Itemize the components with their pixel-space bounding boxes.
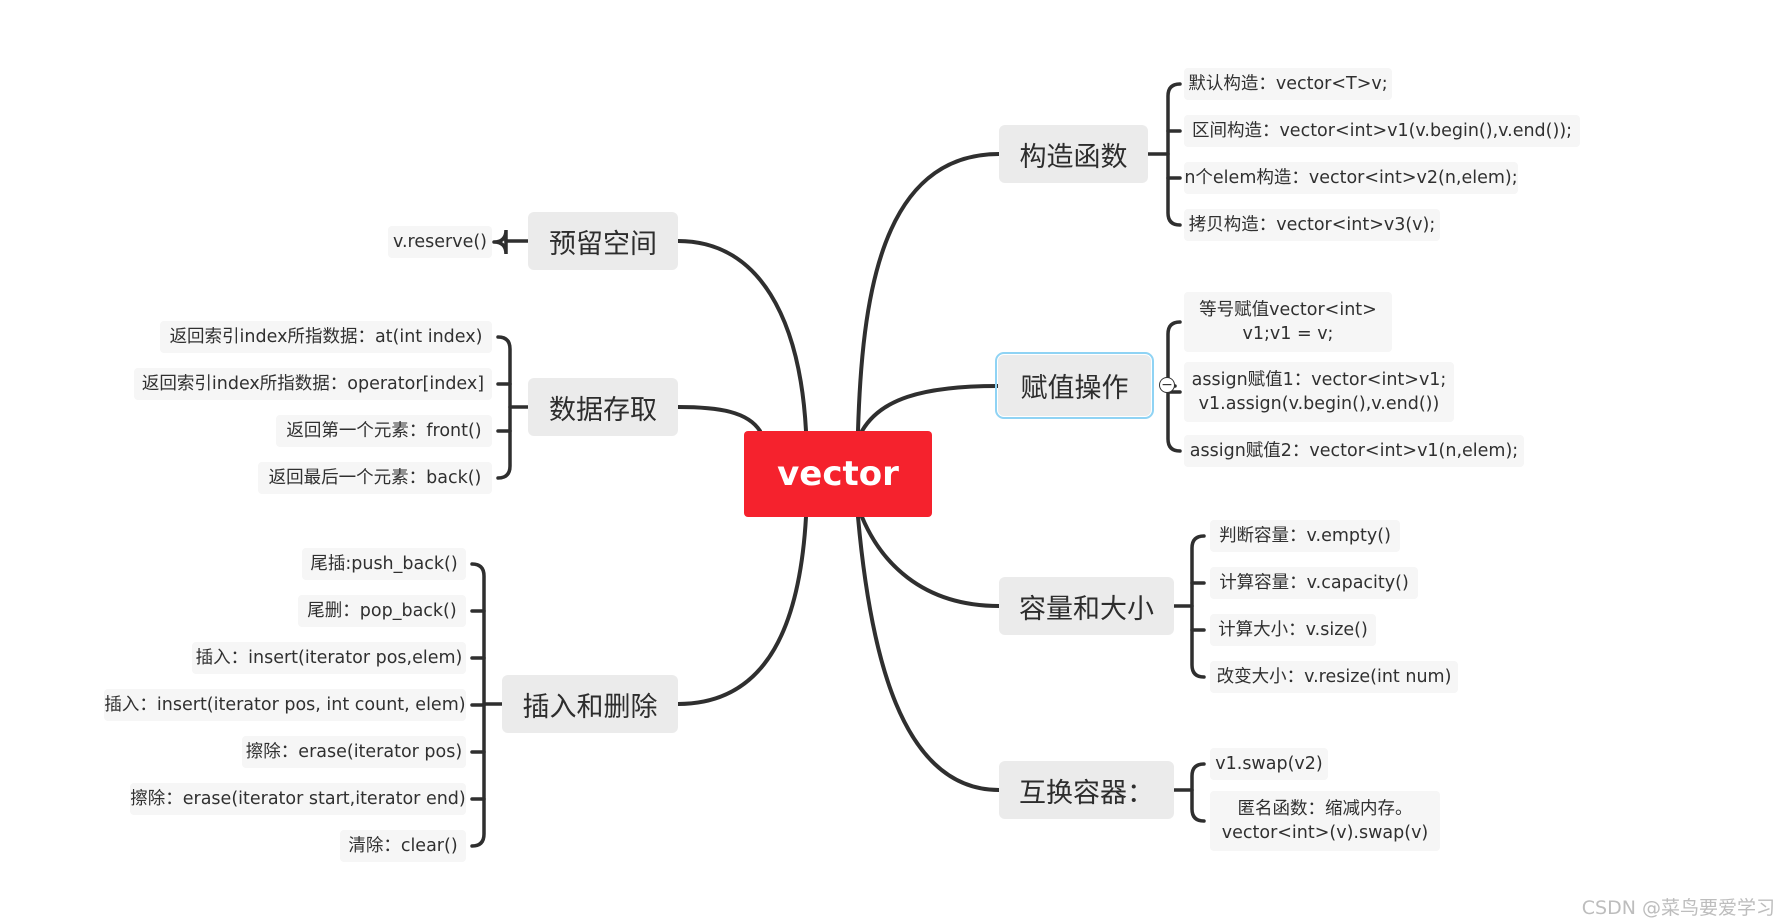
leaf-shrink-swap[interactable]: 匿名函数：缩减内存。vector<int>(v).swap(v) (1210, 791, 1440, 851)
leaf-erase-pos[interactable]: 擦除：erase(iterator pos) (242, 736, 466, 768)
branch-capacity-size[interactable]: 容量和大小 (999, 577, 1174, 635)
branch-reserve[interactable]: 预留空间 (528, 212, 678, 270)
leaf-insert-count[interactable]: 插入：insert(iterator pos, int count, elem) (104, 689, 466, 721)
leaf-push-back[interactable]: 尾插:push_back() (302, 548, 466, 580)
connector-line (492, 229, 508, 255)
leaf-insert-pos[interactable]: 插入：insert(iterator pos,elem) (192, 642, 466, 674)
connector-line (856, 152, 1001, 433)
leaf-assign-1[interactable]: assign赋值1：vector<int>v1;v1.assign(v.begi… (1184, 362, 1454, 422)
connector-line (676, 515, 808, 706)
connector-line (860, 515, 1001, 608)
branch-assignment[interactable]: 赋值操作 (995, 352, 1154, 419)
connector-line (496, 335, 512, 480)
connector-line (856, 515, 1001, 792)
leaf-operator-index[interactable]: 返回索引index所指数据：operator[index] (134, 368, 492, 400)
leaf-pop-back[interactable]: 尾删：pop_back() (298, 595, 466, 627)
leaf-erase-range[interactable]: 擦除：erase(iterator start,iterator end) (130, 783, 466, 815)
leaf-reserve[interactable]: v.reserve() (388, 226, 492, 258)
connector-line (1190, 762, 1206, 823)
branch-insert-delete[interactable]: 插入和删除 (502, 675, 678, 733)
branch-data-access[interactable]: 数据存取 (528, 378, 678, 436)
leaf-clear[interactable]: 清除：clear() (340, 830, 466, 862)
leaf-range-ctor[interactable]: 区间构造：vector<int>v1(v.begin(),v.end()); (1184, 115, 1580, 147)
leaf-default-ctor[interactable]: 默认构造：vector<T>v; (1184, 68, 1392, 100)
leaf-front[interactable]: 返回第一个元素：front() (276, 415, 492, 447)
leaf-capacity[interactable]: 计算容量：v.capacity() (1210, 567, 1418, 599)
branch-constructor[interactable]: 构造函数 (999, 125, 1148, 183)
leaf-equal-assign[interactable]: 等号赋值vector<int>v1;v1 = v; (1184, 292, 1392, 352)
root-node-vector[interactable]: vector (744, 431, 932, 517)
branch-swap[interactable]: 互换容器： (999, 761, 1174, 819)
leaf-swap[interactable]: v1.swap(v2) (1210, 748, 1328, 780)
leaf-n-elem-ctor[interactable]: n个elem构造：vector<int>v2(n,elem); (1184, 162, 1518, 194)
leaf-size[interactable]: 计算大小：v.size() (1210, 614, 1376, 646)
watermark-text: CSDN @菜鸟要爱学习 (1581, 897, 1775, 919)
leaf-assign-2[interactable]: assign赋值2：vector<int>v1(n,elem); (1184, 435, 1524, 467)
connector-line (676, 239, 808, 433)
leaf-at[interactable]: 返回索引index所指数据：at(int index) (160, 321, 492, 353)
leaf-resize[interactable]: 改变大小：v.resize(int num) (1210, 661, 1458, 693)
leaf-back[interactable]: 返回最后一个元素：back() (258, 462, 492, 494)
leaf-empty[interactable]: 判断容量：v.empty() (1210, 520, 1400, 552)
leaf-copy-ctor[interactable]: 拷贝构造：vector<int>v3(v); (1184, 209, 1440, 241)
connector-line (860, 384, 1000, 433)
connector-line (676, 405, 762, 433)
connector-line (1190, 534, 1206, 679)
collapse-toggle-icon[interactable]: − (1159, 377, 1175, 393)
connector-line (1166, 82, 1182, 227)
